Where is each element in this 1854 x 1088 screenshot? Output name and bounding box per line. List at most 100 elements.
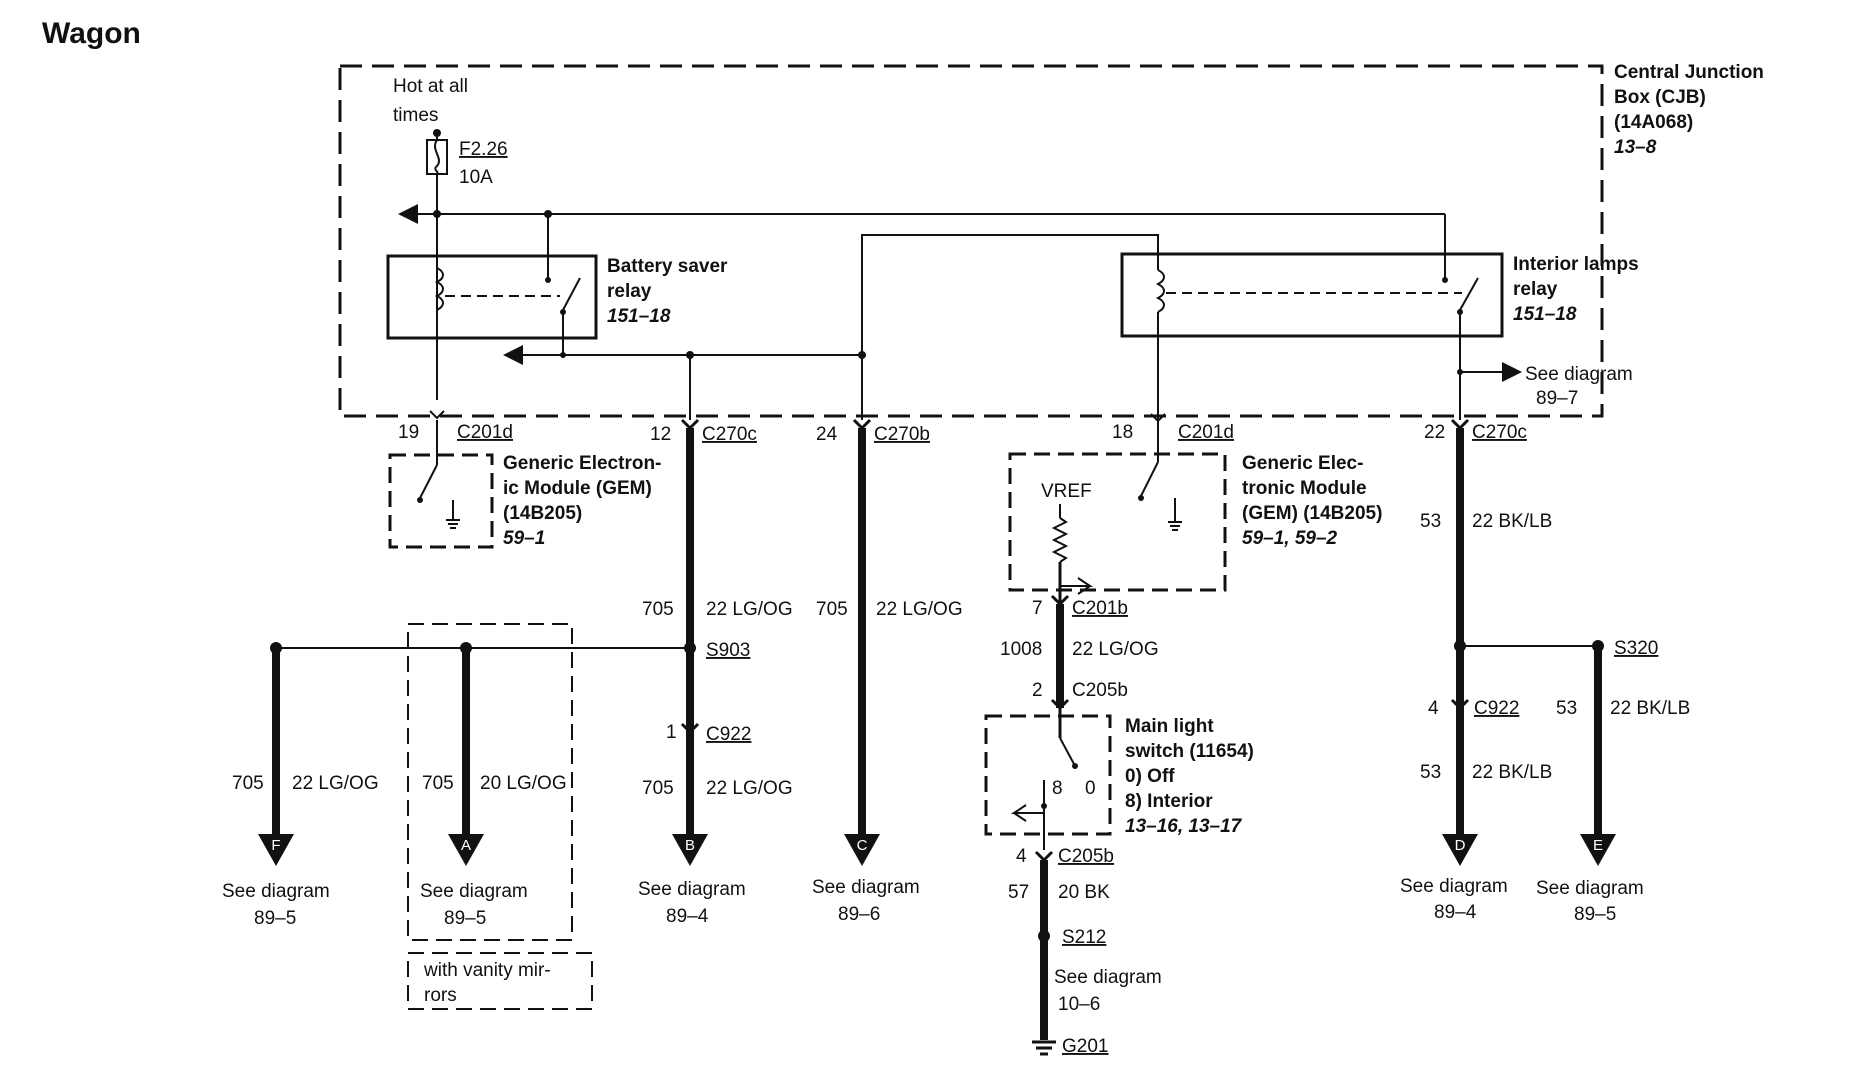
arrow-c-label: See diagram 89–6 <box>812 877 920 925</box>
gem-left-label: Generic Electron- ic Module (GEM) (14B20… <box>503 453 661 549</box>
svg-text:12: 12 <box>650 424 671 445</box>
splice-s320: S320 <box>1614 638 1658 659</box>
fuse-icon <box>426 139 448 175</box>
svg-text:705: 705 <box>642 599 674 620</box>
svg-text:4: 4 <box>1016 846 1027 867</box>
arrow-e: E <box>1580 834 1616 866</box>
svg-text:10–6: 10–6 <box>1058 994 1100 1015</box>
svg-text:C201d: C201d <box>457 422 513 443</box>
svg-text:705: 705 <box>422 773 454 794</box>
wire-1008-label: 1008 22 LG/OG <box>1000 639 1159 660</box>
svg-text:rors: rors <box>424 985 457 1006</box>
main-light-switch <box>984 708 1112 850</box>
svg-text:89–6: 89–6 <box>838 904 880 925</box>
svg-text:89–5: 89–5 <box>444 908 486 929</box>
vanity-note: with vanity mir- rors <box>423 960 551 1006</box>
svg-text:151–18: 151–18 <box>607 306 671 327</box>
wire-53-e-label: 53 22 BK/LB <box>1556 698 1690 719</box>
svg-text:See diagram: See diagram <box>638 879 746 900</box>
connector-c201d-right: 18 C201d <box>1112 413 1234 443</box>
svg-text:Generic Electron-: Generic Electron- <box>503 453 661 474</box>
svg-text:Central Junction: Central Junction <box>1614 62 1764 83</box>
connector-c922-right: 4 C922 <box>1428 698 1519 719</box>
diagram-title: Wagon <box>42 17 141 50</box>
svg-text:705: 705 <box>232 773 264 794</box>
svg-text:57: 57 <box>1008 882 1029 903</box>
arrow-f-label: See diagram 89–5 <box>222 881 330 929</box>
connector-c270c-left: 12 C270c <box>650 418 757 445</box>
svg-text:22 LG/OG: 22 LG/OG <box>876 599 963 620</box>
svg-text:C270b: C270b <box>874 424 930 445</box>
arrow-a: A <box>448 834 484 866</box>
svg-text:See diagram: See diagram <box>222 881 330 902</box>
svg-text:C270c: C270c <box>702 424 757 445</box>
connector-c201d-left: 19 C201d <box>398 410 513 443</box>
svg-text:53: 53 <box>1420 511 1441 532</box>
svg-text:22 BK/LB: 22 BK/LB <box>1472 762 1552 783</box>
connector-c205b-bottom: 4 C205b <box>1016 846 1114 867</box>
svg-text:relay: relay <box>607 281 652 302</box>
power-source: Hot at all times <box>393 76 468 400</box>
svg-text:89–5: 89–5 <box>1574 904 1616 925</box>
svg-text:20 BK: 20 BK <box>1058 882 1110 903</box>
svg-text:22 LG/OG: 22 LG/OG <box>1072 639 1159 660</box>
svg-text:22 LG/OG: 22 LG/OG <box>292 773 379 794</box>
arrow-c: C <box>844 834 880 866</box>
arrow-b-label: See diagram 89–4 <box>638 879 746 927</box>
svg-text:D: D <box>1455 837 1466 854</box>
svg-text:18: 18 <box>1112 422 1133 443</box>
svg-text:Interior lamps: Interior lamps <box>1513 254 1639 275</box>
svg-text:Main light: Main light <box>1125 716 1214 737</box>
arrow-e-label: See diagram 89–5 <box>1536 878 1644 925</box>
svg-text:C205b: C205b <box>1072 680 1128 701</box>
vanity-option-box <box>407 623 573 941</box>
svg-text:22 LG/OG: 22 LG/OG <box>706 778 793 799</box>
svg-text:C270c: C270c <box>1472 422 1527 443</box>
see-diagram-89-7: See diagram 89–7 <box>1525 364 1633 409</box>
svg-text:See diagram: See diagram <box>1054 967 1162 988</box>
svg-text:1008: 1008 <box>1000 639 1042 660</box>
coil-feed <box>861 234 1159 420</box>
wire-705-f-label: 705 22 LG/OG <box>232 773 379 794</box>
svg-text:relay: relay <box>1513 279 1558 300</box>
cjb-outline <box>338 64 1604 418</box>
battery-saver-relay-label: Battery saver relay 151–18 <box>607 256 728 327</box>
switch-pos-0: 0 <box>1085 778 1096 799</box>
svg-text:4: 4 <box>1428 698 1439 719</box>
svg-text:See diagram: See diagram <box>1400 876 1508 897</box>
svg-text:C205b: C205b <box>1058 846 1114 867</box>
wire-705-b-upper-label: 705 22 LG/OG <box>642 599 793 620</box>
connector-c205b-top: 2 C205b <box>1032 680 1128 711</box>
svg-text:19: 19 <box>398 422 419 443</box>
svg-text:22 BK/LB: 22 BK/LB <box>1472 511 1552 532</box>
wire-53-top-label: 53 22 BK/LB <box>1420 511 1552 532</box>
ground-icon <box>1032 1040 1056 1056</box>
wire-57-label: 57 20 BK <box>1008 882 1110 903</box>
wire-705-a-label: 705 20 LG/OG <box>422 773 567 794</box>
svg-text:13–16, 13–17: 13–16, 13–17 <box>1125 816 1243 837</box>
svg-text:Box (CJB): Box (CJB) <box>1614 87 1706 108</box>
switch-pos-8: 8 <box>1052 778 1063 799</box>
svg-text:C922: C922 <box>1474 698 1519 719</box>
cjb-label: Central Junction Box (CJB) (14A068) 13–8 <box>1614 62 1764 158</box>
arrow-a-label: See diagram 89–5 <box>420 881 528 929</box>
svg-text:59–1, 59–2: 59–1, 59–2 <box>1242 528 1338 549</box>
svg-text:89–4: 89–4 <box>1434 902 1477 923</box>
interior-lamps-relay-label: Interior lamps relay 151–18 <box>1513 254 1639 325</box>
svg-text:89–7: 89–7 <box>1536 388 1578 409</box>
svg-text:See diagram: See diagram <box>1536 878 1644 899</box>
svg-text:89–5: 89–5 <box>254 908 296 929</box>
gem-right-label: Generic Elec- tronic Module (GEM) (14B20… <box>1242 453 1382 549</box>
svg-text:151–18: 151–18 <box>1513 304 1577 325</box>
connector-c201b: 7 C201b <box>1032 594 1128 619</box>
svg-text:See diagram: See diagram <box>420 881 528 902</box>
arrow-f: F <box>258 834 294 866</box>
svg-text:8) Interior: 8) Interior <box>1125 791 1213 812</box>
svg-text:Battery saver: Battery saver <box>607 256 728 277</box>
fuse-label: F2.26 10A <box>459 139 508 188</box>
svg-text:705: 705 <box>816 599 848 620</box>
svg-text:C: C <box>857 837 868 854</box>
arrow-d: D <box>1442 834 1478 866</box>
svg-text:tronic Module: tronic Module <box>1242 478 1367 499</box>
svg-text:0) Off: 0) Off <box>1125 766 1175 787</box>
